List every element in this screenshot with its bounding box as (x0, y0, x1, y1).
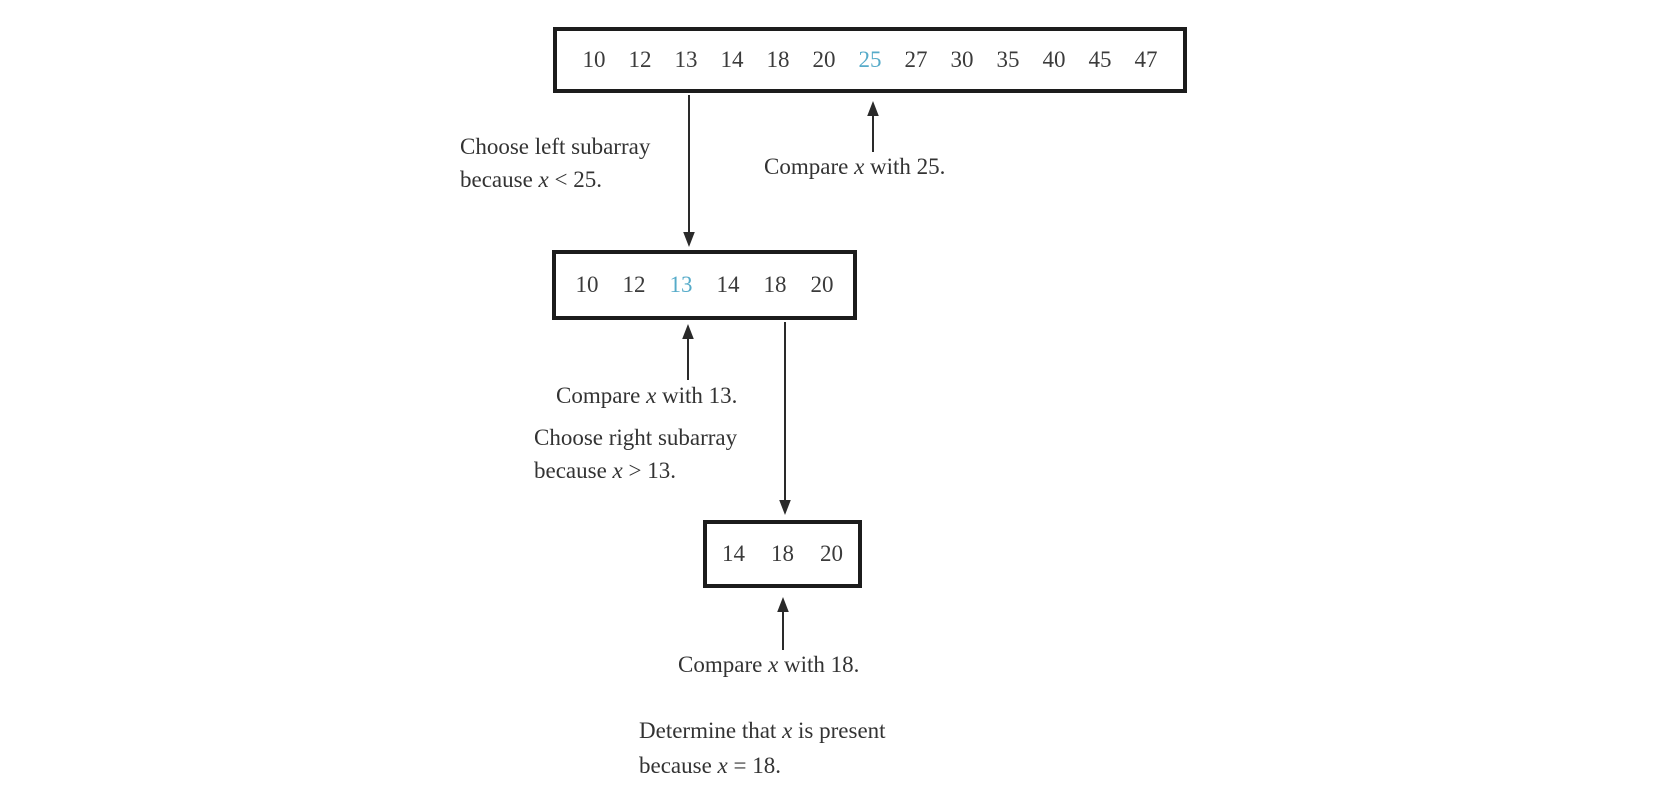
array-value: 12 (628, 47, 652, 72)
label-compare-13: Compare x with 13. (556, 383, 738, 408)
array-value: 27 (904, 47, 928, 72)
array-value: 12 (622, 272, 646, 297)
array-value: 30 (950, 47, 974, 72)
array-value: 40 (1042, 47, 1066, 72)
array-value: 14 (720, 47, 744, 72)
label-line: Choose right subarray (534, 425, 738, 450)
arrow-down-to-right-subarray (779, 322, 791, 515)
array-value: 20 (812, 47, 836, 72)
arrow-compare-18 (777, 597, 789, 650)
label-line: because x < 25. (460, 167, 602, 192)
array-box-left-subarray: 10 12 13 14 18 20 (552, 250, 857, 320)
array-value: 25 (858, 47, 882, 72)
array-value: 13 (674, 47, 698, 72)
label-compare-25: Compare x with 25. (764, 154, 946, 179)
array-box-full: 10 12 13 14 18 20 25 27 30 35 40 45 47 (553, 27, 1187, 93)
array-value: 14 (722, 541, 745, 566)
array-value: 10 (575, 272, 599, 297)
label-line: Determine that x is present (639, 718, 886, 743)
label-choose-left-subarray: Choose left subarray because x < 25. (460, 130, 650, 196)
array-value: 13 (669, 272, 693, 297)
arrow-down-to-left-subarray (683, 95, 695, 247)
array-value: 18 (763, 272, 787, 297)
array-value: 20 (810, 272, 834, 297)
label-compare-18: Compare x with 18. (678, 652, 860, 677)
arrow-compare-13 (682, 324, 694, 380)
array-value: 10 (582, 47, 606, 72)
label-choose-right-subarray: Choose right subarray because x > 13. (534, 421, 737, 487)
array-value: 18 (771, 541, 794, 566)
label-line: because x > 13. (534, 458, 676, 483)
array-value: 20 (820, 541, 843, 566)
array-value: 45 (1088, 47, 1112, 72)
label-line: because x = 18. (639, 753, 781, 778)
array-value: 14 (716, 272, 740, 297)
label-determine-present: Determine that x is present because x = … (639, 713, 886, 783)
label-line: Choose left subarray (460, 134, 651, 159)
array-value: 47 (1134, 47, 1158, 72)
array-value: 35 (996, 47, 1020, 72)
array-box-right-subarray: 14 18 20 (703, 520, 862, 588)
arrow-compare-25 (867, 101, 879, 152)
array-value: 18 (766, 47, 790, 72)
